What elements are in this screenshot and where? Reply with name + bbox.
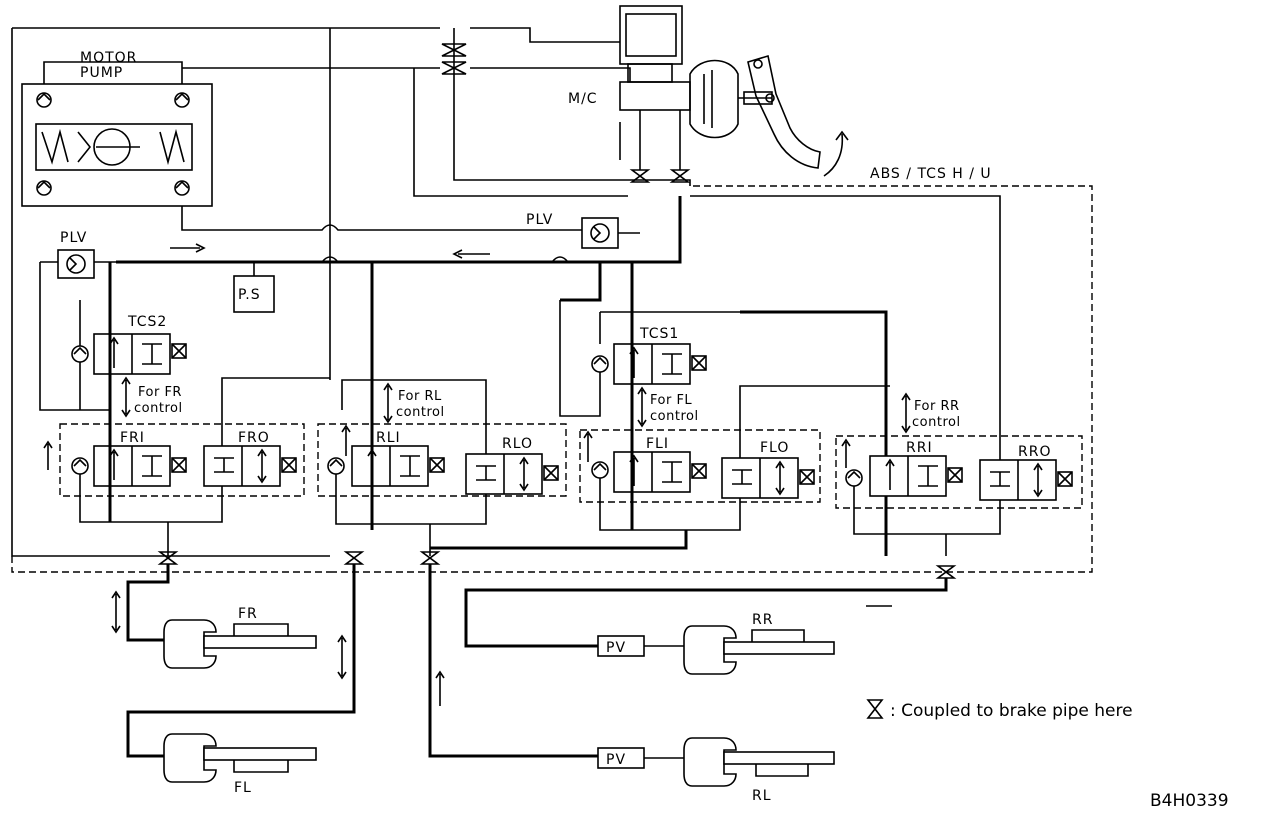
- coupler-mc-1: [629, 169, 651, 183]
- tcs1-label: TCS1: [639, 326, 679, 342]
- rl-valve-group: RLI RLO: [317, 262, 567, 556]
- fro-valve: FRO: [203, 430, 297, 487]
- fr-label: FR: [238, 606, 258, 622]
- caliper-fl: FL: [163, 733, 317, 796]
- figure-code: B4H0339: [1150, 791, 1229, 811]
- pressure-switch: P.S: [233, 262, 275, 313]
- caliper-rl: RL: [683, 737, 835, 804]
- plv-left: PLV: [57, 230, 95, 279]
- ps-label: P.S: [238, 287, 261, 303]
- pv-rl-label: PV: [606, 752, 626, 768]
- coupler-symbol-icon: [866, 699, 884, 719]
- caliper-rr: RR: [683, 612, 835, 675]
- for-rl-label-1: For RL: [398, 389, 442, 404]
- for-rl-control: For RL control: [383, 382, 445, 424]
- rlo-label: RLO: [502, 436, 533, 452]
- for-fl-label-1: For FL: [650, 393, 692, 408]
- for-fl-label-2: control: [650, 409, 699, 424]
- plv-left-label: PLV: [60, 230, 87, 246]
- pump-check-valve-4: [174, 180, 190, 196]
- plv-mid-label: PLV: [526, 212, 553, 228]
- for-fl-control: For FL control: [637, 386, 699, 428]
- legend: : Coupled to brake pipe here: [866, 699, 1133, 721]
- coupler-rr: [935, 565, 957, 579]
- fri-valve: FRI: [93, 430, 187, 487]
- pv-rr: PV: [597, 635, 690, 657]
- motor-label: MOTOR: [80, 50, 137, 66]
- for-rl-label-2: control: [396, 405, 445, 420]
- pv-rr-label: PV: [606, 640, 626, 656]
- rri-valve: RRI: [869, 440, 963, 497]
- mc-label: M/C: [568, 91, 598, 107]
- caliper-fr: FR: [163, 606, 317, 669]
- for-rr-control: For RR control: [901, 392, 961, 434]
- motor-pump: MOTOR PUMP: [21, 50, 440, 207]
- fl-label: FL: [234, 780, 252, 796]
- rli-label: RLI: [376, 430, 401, 446]
- for-fr-label-1: For FR: [138, 385, 182, 400]
- coupler-fl: [343, 551, 365, 565]
- coupler-rl: [419, 551, 441, 565]
- master-cylinder: M/C: [568, 5, 691, 111]
- flo-valve: FLO: [721, 440, 815, 499]
- pv-rl: PV: [597, 747, 690, 769]
- for-rr-label-1: For RR: [914, 399, 960, 414]
- pump-check-valve-1: [36, 92, 52, 108]
- for-fr-control: For FR control: [121, 376, 183, 418]
- rri-label: RRI: [906, 440, 933, 456]
- upper-pipes: [181, 28, 691, 380]
- rlo-valve: RLO: [465, 436, 559, 495]
- coupler-mc-2: [669, 169, 691, 183]
- abs-tcs-hu-label: ABS / TCS H / U: [870, 166, 992, 182]
- fli-valve: FLI: [613, 436, 707, 493]
- fr-valve-group: FRI FRO: [43, 262, 330, 556]
- fro-label: FRO: [238, 430, 270, 446]
- rro-label: RRO: [1018, 444, 1051, 460]
- fli-label: FLI: [646, 436, 669, 452]
- brake-booster: [689, 59, 773, 139]
- rro-valve: RRO: [979, 444, 1073, 501]
- wheel-brake-pipes: [111, 564, 948, 758]
- plv-mid: PLV: [526, 212, 640, 249]
- brake-pipe-coupler-top: [441, 43, 467, 75]
- pump-check-valve-2: [174, 92, 190, 108]
- tcs1-valve: TCS1: [559, 300, 740, 417]
- rr-valve-group: RRI RRO: [690, 195, 1083, 556]
- fl-valve-group: FLI FLO: [430, 262, 890, 556]
- rli-valve: RLI: [351, 430, 445, 487]
- tcs2-label: TCS2: [127, 314, 167, 330]
- flo-label: FLO: [760, 440, 789, 456]
- pump-check-valve-3: [36, 180, 52, 196]
- legend-text: : Coupled to brake pipe here: [890, 701, 1133, 721]
- coupler-fr: [157, 551, 179, 565]
- for-rr-label-2: control: [912, 415, 961, 430]
- pump-label: PUMP: [80, 65, 123, 81]
- main-pressure-line: [40, 196, 682, 302]
- rl-label: RL: [752, 788, 772, 804]
- rr-label: RR: [752, 612, 773, 628]
- fri-label: FRI: [120, 430, 145, 446]
- for-fr-label-2: control: [134, 401, 183, 416]
- hydraulic-unit-boundary: [11, 27, 1093, 573]
- brake-pedal: [747, 54, 849, 177]
